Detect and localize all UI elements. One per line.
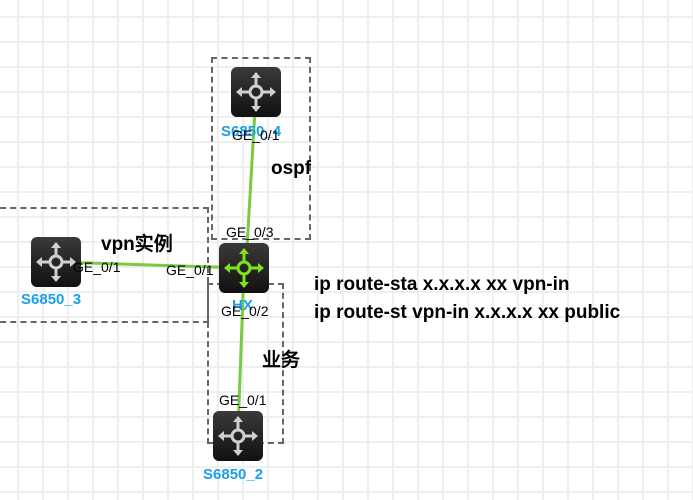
device-name-s6850-2: S6850_2 xyxy=(203,466,264,483)
device-s6850-3[interactable] xyxy=(31,237,81,287)
port-label: GE_0/1 xyxy=(232,127,280,143)
vpn-zone xyxy=(0,207,209,323)
route-note-2: ip route-st vpn-in x.x.x.x xx public xyxy=(314,302,621,323)
port-label: GE_0/1 xyxy=(73,259,121,275)
device-name-hx: HX xyxy=(232,297,253,314)
link-hx-s6850-4[interactable] xyxy=(244,91,258,266)
ospf-zone xyxy=(211,57,311,240)
core-switch-icon xyxy=(224,248,264,288)
zone-label-vpn: vpn实例 xyxy=(101,234,173,255)
link-hx-s6850-3[interactable] xyxy=(55,260,245,270)
device-s6850-2[interactable] xyxy=(213,411,263,461)
port-label: GE_0/1 xyxy=(166,262,214,278)
zone-label-ospf: ospf xyxy=(271,158,312,179)
device-name-s6850-4: S6850_4 xyxy=(221,123,282,140)
switch-icon xyxy=(36,242,76,282)
device-name-s6850-3: S6850_3 xyxy=(21,291,82,308)
port-label: GE_0/3 xyxy=(226,224,274,240)
device-hx[interactable] xyxy=(219,243,269,293)
route-note-1: ip route-sta x.x.x.x xx vpn-in xyxy=(314,274,570,295)
switch-icon xyxy=(236,72,276,112)
link-hx-s6850-2[interactable] xyxy=(236,267,246,433)
switch-icon xyxy=(218,416,258,456)
port-label: GE_0/1 xyxy=(219,392,267,408)
device-s6850-4[interactable] xyxy=(231,67,281,117)
port-label: GE_0/2 xyxy=(221,303,269,319)
zone-label-business: 业务 xyxy=(262,350,301,371)
